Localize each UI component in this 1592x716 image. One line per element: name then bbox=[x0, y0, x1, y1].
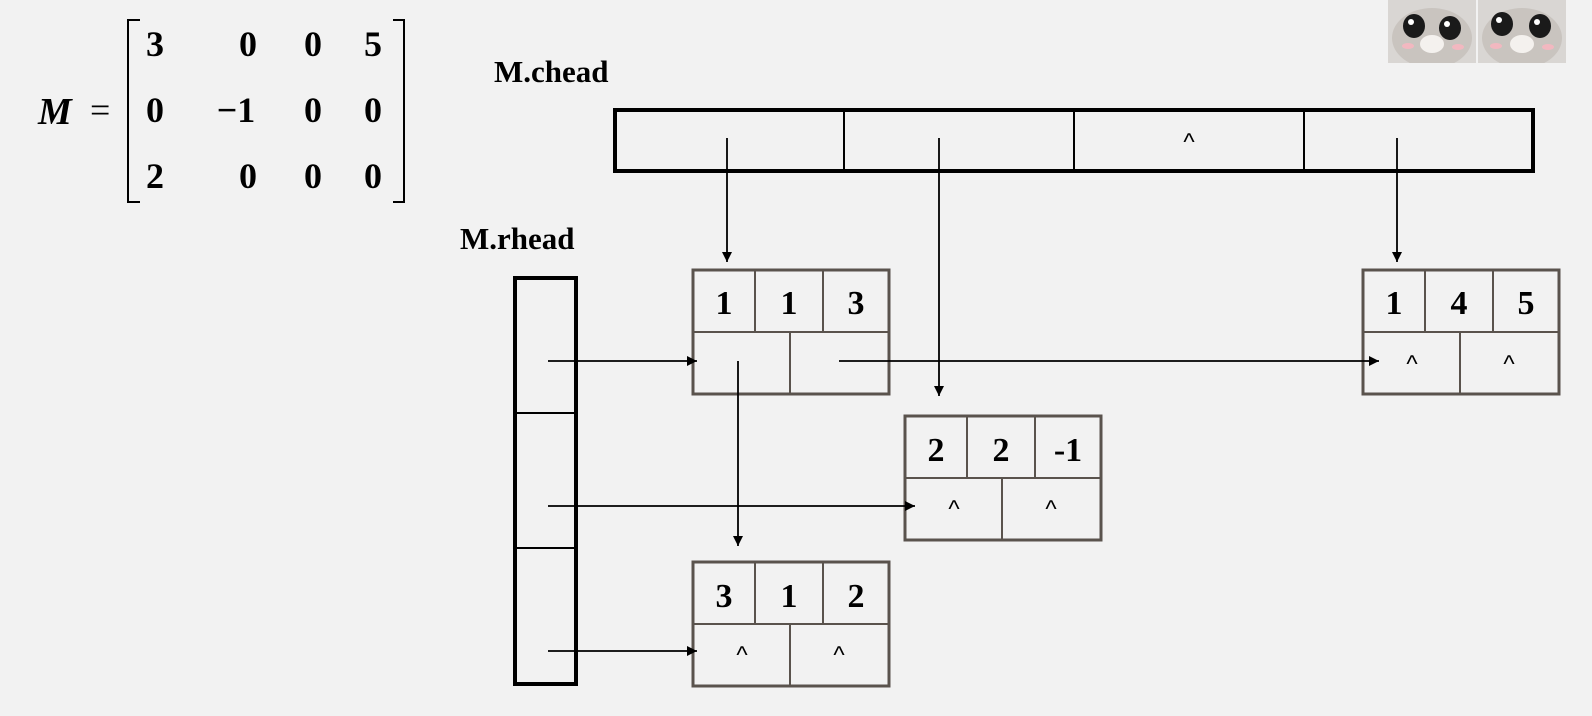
matrix-cell: 0 bbox=[239, 156, 257, 196]
cat-avatar-icon bbox=[1388, 0, 1476, 63]
matrix-definition: M = 3 0 0 5 0 −1 0 0 2 0 0 0 bbox=[37, 19, 405, 203]
node-row: 3 bbox=[716, 578, 733, 615]
node-col: 2 bbox=[993, 432, 1010, 469]
chead-cell-null: ^ bbox=[1183, 129, 1195, 156]
chead-label: M.chead bbox=[494, 54, 609, 89]
matrix-cell: 0 bbox=[304, 156, 322, 196]
node-down-null: ^ bbox=[736, 642, 748, 669]
matrix-cell: 0 bbox=[146, 90, 164, 130]
node-val: 2 bbox=[848, 578, 865, 615]
node-col: 1 bbox=[781, 285, 798, 322]
matrix-cell: 0 bbox=[364, 156, 382, 196]
node-row: 1 bbox=[716, 285, 733, 322]
node-3-1-2: 3 1 2 ^ ^ bbox=[691, 560, 891, 688]
matrix-cell: 0 bbox=[364, 90, 382, 130]
node-row: 2 bbox=[928, 432, 945, 469]
matrix-cell: 0 bbox=[304, 24, 322, 64]
rhead-label: M.rhead bbox=[460, 221, 575, 256]
matrix-right-bracket bbox=[393, 19, 405, 203]
node-col: 4 bbox=[1451, 285, 1468, 322]
node-1-4-5: 1 4 5 ^ ^ bbox=[1361, 268, 1561, 396]
matrix-name: M bbox=[37, 91, 73, 133]
node-down-null: ^ bbox=[948, 496, 960, 523]
matrix-cell: 5 bbox=[364, 24, 382, 64]
node-val: 5 bbox=[1518, 285, 1535, 322]
matrix-cell: 0 bbox=[304, 90, 322, 130]
matrix-equals: = bbox=[90, 90, 110, 130]
matrix-left-bracket bbox=[127, 19, 140, 203]
node-right-null: ^ bbox=[1045, 496, 1057, 523]
node-col: 1 bbox=[781, 578, 798, 615]
matrix-cell: −1 bbox=[217, 90, 256, 130]
matrix-cell: 0 bbox=[239, 24, 257, 64]
node-val: -1 bbox=[1054, 432, 1082, 469]
node-down-null: ^ bbox=[1406, 351, 1418, 378]
node-1-1-3: 1 1 3 bbox=[691, 268, 891, 396]
rhead-array bbox=[513, 276, 578, 686]
node-right-null: ^ bbox=[1503, 351, 1515, 378]
chead-array: ^ bbox=[613, 108, 1535, 173]
node-2-2-neg1: 2 2 -1 ^ ^ bbox=[903, 414, 1103, 542]
cat-avatar-icon bbox=[1478, 0, 1566, 63]
node-row: 1 bbox=[1386, 285, 1403, 322]
node-right-null: ^ bbox=[833, 642, 845, 669]
matrix-cell: 2 bbox=[146, 156, 164, 196]
node-val: 3 bbox=[848, 285, 865, 322]
matrix-cell: 3 bbox=[146, 24, 164, 64]
